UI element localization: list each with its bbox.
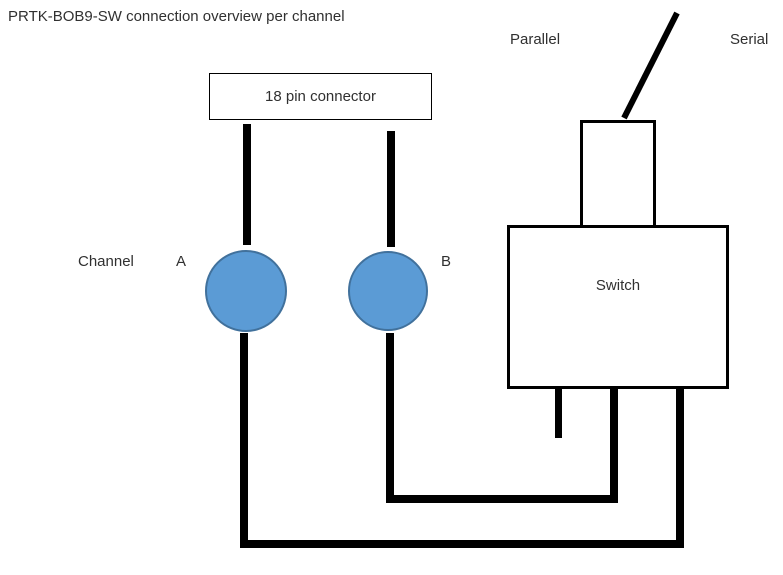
wire-a-to-switch-horizontal <box>240 540 684 548</box>
parallel-position-label: Parallel <box>510 31 561 48</box>
channel-b-node <box>348 251 428 331</box>
channel-a-label: A <box>176 253 187 270</box>
channel-group-label: Channel <box>78 253 134 270</box>
connector-label: 18 pin connector <box>265 88 376 105</box>
channel-b-label: B <box>441 253 452 270</box>
page-title: PRTK-BOB9-SW connection overview per cha… <box>8 8 345 25</box>
switch-label: Switch <box>595 277 641 294</box>
wire-connector-to-a <box>243 124 251 245</box>
switch-pin-right <box>676 387 684 548</box>
connector-box: 18 pin connector <box>209 73 432 120</box>
wire-a-down <box>240 333 248 548</box>
wire-b-down <box>386 333 394 503</box>
toggle-base-box <box>580 120 656 228</box>
switch-pin-middle <box>610 387 618 503</box>
wire-connector-to-b <box>387 131 395 247</box>
switch-pin-short <box>555 387 562 438</box>
channel-a-node <box>205 250 287 332</box>
serial-position-label: Serial <box>730 31 769 48</box>
wire-b-to-switch-horizontal <box>386 495 618 503</box>
switch-box: Switch <box>507 225 729 389</box>
